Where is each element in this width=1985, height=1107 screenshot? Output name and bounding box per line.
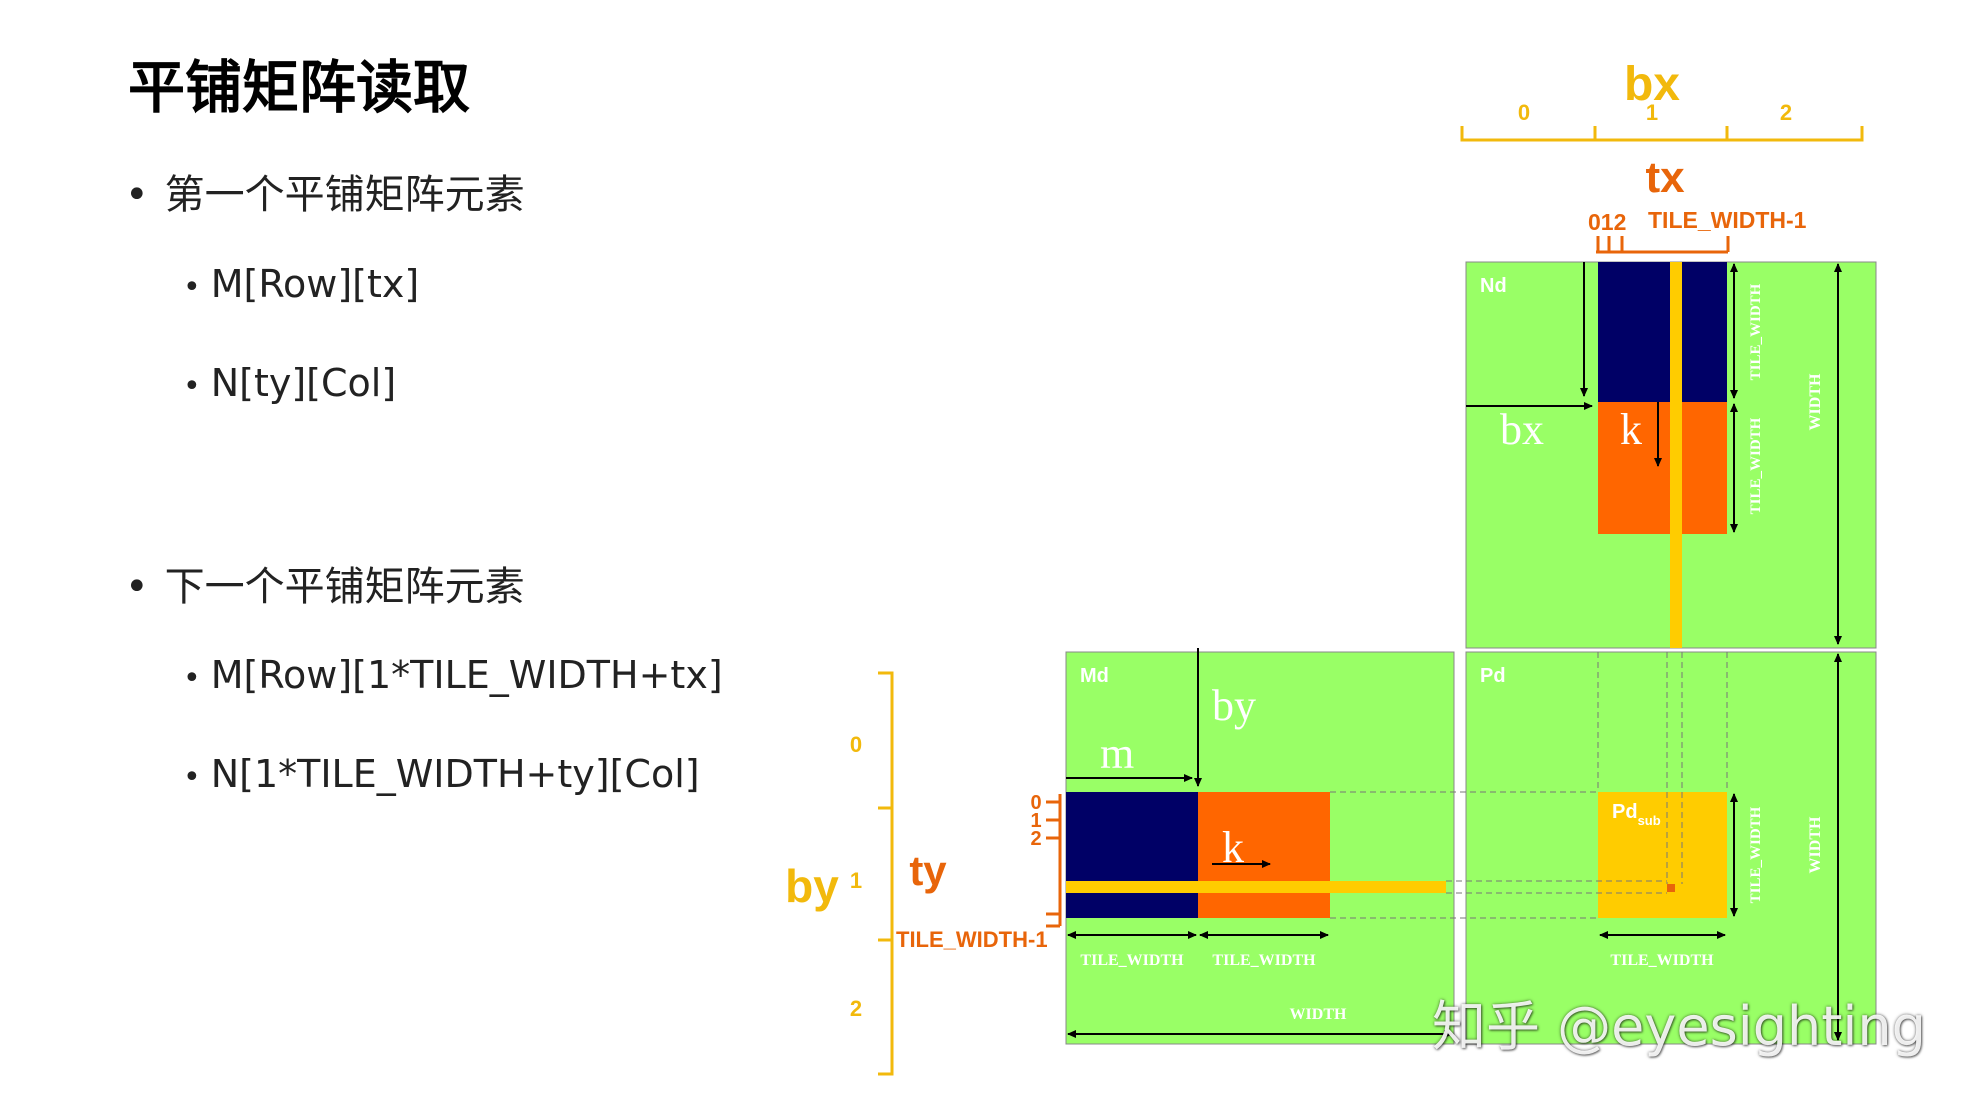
bx-tick-label: 1 <box>1646 100 1658 125</box>
sub-bullet-text: M[Row][tx] <box>210 262 420 306</box>
ty-axis: 0 1 2 ty TILE_WIDTH-1 <box>896 792 1062 952</box>
by-tick-label: 1 <box>850 868 862 893</box>
sub-bullet: •M[Row][1*TILE_WIDTH+tx] <box>183 653 723 697</box>
md-tile-width-label: TILE_WIDTH <box>1212 952 1316 969</box>
pd-tile-width-label: TILE_WIDTH <box>1610 952 1714 969</box>
ty-tick-label: 0 <box>1030 792 1041 814</box>
watermark: 知乎 @eyesighting <box>1432 995 1926 1058</box>
bullet-label: 下一个平铺矩阵元素 <box>164 564 525 610</box>
sub-bullet: •M[Row][tx] <box>183 262 420 306</box>
bx-tick-label: 2 <box>1780 100 1792 125</box>
nd-tile-current <box>1598 262 1727 402</box>
md-m-label: m <box>1100 729 1134 778</box>
pd-tile-width-label: TILE_WIDTH <box>1748 806 1764 903</box>
pd-matrix: Pd Pdsub TILE_WIDTH TILE_WIDTH WIDTH <box>1465 651 1877 1045</box>
md-width-label: WIDTH <box>1290 1006 1347 1023</box>
by-tick-label: 0 <box>850 732 862 757</box>
md-tile-next <box>1198 792 1330 918</box>
nd-bx-label: bx <box>1500 405 1544 454</box>
md-row-strip <box>1066 881 1446 893</box>
bx-axis: bx 0 1 2 <box>1460 58 1864 142</box>
nd-matrix: Nd bx k TILE_WIDTH TILE_WIDTH WIDTH <box>1465 261 1877 649</box>
ty-end-label: TILE_WIDTH-1 <box>896 927 1048 952</box>
nd-width-label: WIDTH <box>1807 373 1824 430</box>
md-k-label: k <box>1222 823 1244 872</box>
tx-axis: tx 012 TILE_WIDTH-1 <box>1588 153 1807 254</box>
pd-width-label: WIDTH <box>1807 816 1824 873</box>
sub-bullet-text: M[Row][1*TILE_WIDTH+tx] <box>210 653 723 697</box>
sub-bullet-text: N[ty][Col] <box>210 361 397 405</box>
nd-label: Nd <box>1480 275 1507 297</box>
by-axis-label: by <box>785 860 839 912</box>
ty-tick-label: 2 <box>1030 828 1041 850</box>
sub-bullet: •N[ty][Col] <box>183 361 397 405</box>
tx-end-label: TILE_WIDTH-1 <box>1648 207 1807 233</box>
md-matrix: Md by m k TILE_WIDTH TILE_WIDTH WIDTH <box>1065 648 1455 1045</box>
tx-tick-labels: 012 <box>1588 209 1626 235</box>
slide-title: 平铺矩阵读取 <box>128 55 470 121</box>
sub-bullet: •N[1*TILE_WIDTH+ty][Col] <box>183 752 700 796</box>
bx-tick-label: 0 <box>1518 100 1530 125</box>
md-tile-current <box>1066 792 1198 918</box>
bullet-first-tile: •第一个平铺矩阵元素 <box>125 172 525 218</box>
pd-sub-tile <box>1598 792 1727 918</box>
bullet-label: 第一个平铺矩阵元素 <box>164 172 525 218</box>
ty-tick-label: 1 <box>1030 810 1041 832</box>
pdsub-label: Pdsub <box>1612 801 1661 828</box>
md-label: Md <box>1080 665 1109 687</box>
bullet-next-tile: •下一个平铺矩阵元素 <box>125 564 525 610</box>
nd-tile-next <box>1598 402 1727 534</box>
sub-bullet-text: N[1*TILE_WIDTH+ty][Col] <box>210 752 700 796</box>
nd-k-label: k <box>1620 405 1642 454</box>
bx-axis-label: bx <box>1624 58 1680 111</box>
nd-tile-width-label: TILE_WIDTH <box>1748 417 1764 514</box>
nd-tile-width-label: TILE_WIDTH <box>1748 283 1764 380</box>
nd-column-strip <box>1670 262 1682 648</box>
pd-element <box>1667 884 1675 892</box>
md-by-label: by <box>1212 681 1256 730</box>
md-tile-width-label: TILE_WIDTH <box>1080 952 1184 969</box>
tx-axis-label: tx <box>1645 153 1685 202</box>
pd-label: Pd <box>1480 665 1506 687</box>
ty-axis-label: ty <box>909 847 947 894</box>
by-axis: 0 1 2 by <box>785 671 894 1076</box>
guide-lines <box>1330 652 1728 919</box>
by-tick-label: 2 <box>850 996 862 1021</box>
